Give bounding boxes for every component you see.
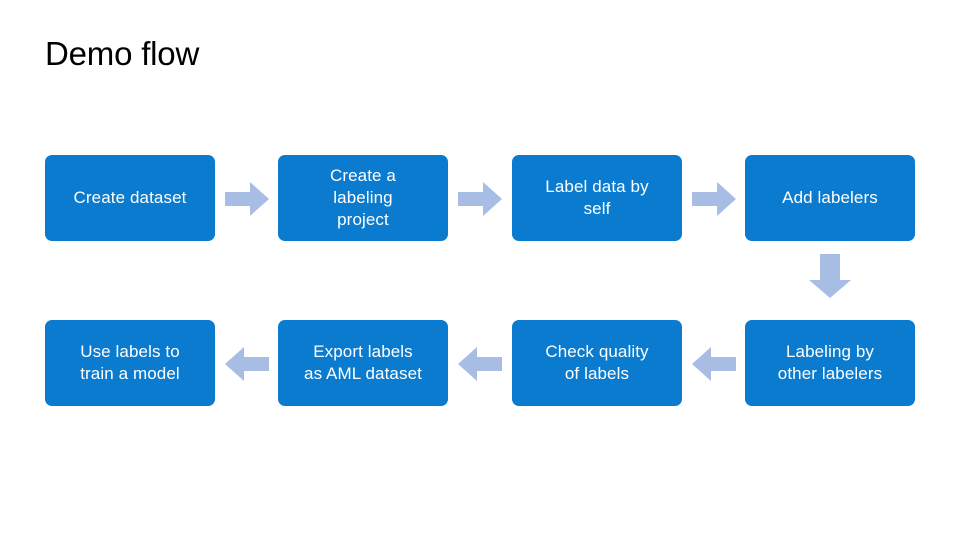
flow-box-label: Create a labeling project (329, 165, 396, 230)
flow-box-label: Check quality of labels (545, 341, 649, 383)
flow-box-check-quality-of-labels[interactable]: Check quality of labels (512, 320, 682, 406)
flow-box-label: Add labelers (782, 187, 878, 207)
flow-box-label: Labeling by other labelers (777, 341, 883, 383)
flow-box-label: Create dataset (73, 187, 187, 207)
flow-box-add-labelers[interactable]: Add labelers (745, 155, 915, 241)
arrow-right-icon (692, 182, 736, 216)
flow-box-create-labeling-project[interactable]: Create a labeling project (278, 155, 448, 241)
arrow-left-icon (458, 347, 502, 381)
flow-box-create-dataset[interactable]: Create dataset (45, 155, 215, 241)
flow-box-label: Use labels to train a model (80, 341, 180, 383)
flow-box-use-labels-to-train-a-model[interactable]: Use labels to train a model (45, 320, 215, 406)
flow-box-labeling-by-other-labelers[interactable]: Labeling by other labelers (745, 320, 915, 406)
arrow-right-icon (458, 182, 502, 216)
flow-box-label: Label data by self (545, 176, 649, 218)
arrow-down-icon (809, 254, 851, 298)
flow-box-label: Export labels as AML dataset (304, 341, 422, 383)
page-title: Demo flow (45, 35, 200, 72)
arrow-left-icon (225, 347, 269, 381)
flow-box-label-data-by-self[interactable]: Label data by self (512, 155, 682, 241)
arrow-right-icon (225, 182, 269, 216)
flow-box-export-labels-as-aml-dataset[interactable]: Export labels as AML dataset (278, 320, 448, 406)
arrow-left-icon (692, 347, 736, 381)
